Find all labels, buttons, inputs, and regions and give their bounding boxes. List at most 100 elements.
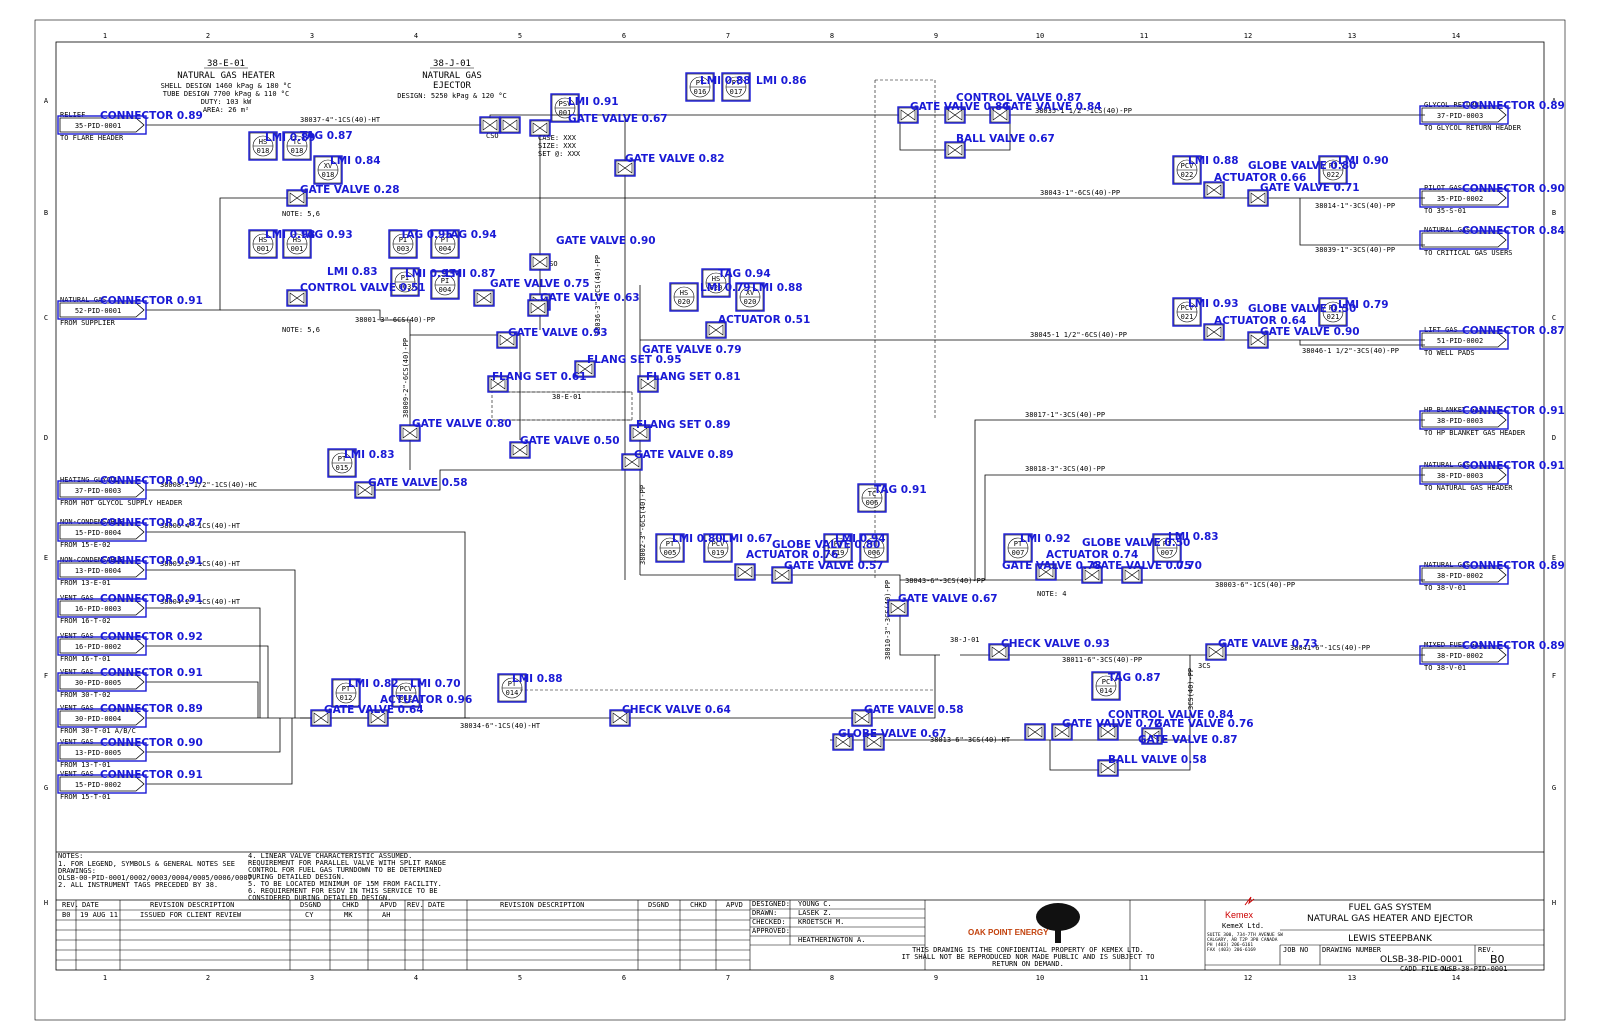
line-label: 38006-4"-1CS(40)-HT — [160, 522, 241, 530]
valve-symbol[interactable] — [574, 360, 596, 378]
connector-detection-box — [1419, 645, 1509, 665]
valve-symbol[interactable] — [1121, 566, 1143, 584]
valve-symbol[interactable] — [286, 289, 308, 307]
valve-symbol[interactable] — [399, 424, 421, 442]
valve-symbol[interactable] — [705, 321, 727, 339]
site-name: LEWIS STEEPBANK — [1348, 934, 1433, 944]
valve-detection-box — [944, 141, 966, 159]
valve-symbol[interactable] — [354, 481, 376, 499]
valve-symbol[interactable] — [1203, 181, 1225, 199]
detection-label: ACTUATOR 0.51 — [718, 314, 810, 326]
valve-symbol[interactable] — [286, 189, 308, 207]
connector-title: HEATING GLYCOL — [60, 476, 119, 484]
role-name: YOUNG C. — [798, 900, 832, 908]
valve-symbol[interactable] — [609, 709, 631, 727]
valve-symbol[interactable] — [629, 424, 651, 442]
valve-symbol[interactable] — [473, 289, 495, 307]
detection-label: GATE VALVE 0.84 — [1002, 101, 1102, 113]
grid-col-label: 9 — [934, 974, 938, 982]
instrument-code: PT — [338, 455, 347, 463]
valve-detection-box — [832, 733, 854, 751]
rev-header: DATE — [82, 901, 99, 909]
valve-symbol[interactable] — [1141, 727, 1163, 745]
rev-cell: MK — [344, 911, 353, 919]
detection-label: GATE VALVE 0.90 — [1260, 326, 1360, 338]
valve-symbol[interactable] — [367, 709, 389, 727]
valve-symbol[interactable] — [509, 441, 531, 459]
valve-symbol[interactable] — [310, 709, 332, 727]
valve-symbol[interactable] — [527, 299, 549, 317]
connector-detection-box — [1419, 188, 1509, 208]
valve-symbol[interactable] — [1097, 759, 1119, 777]
valve-symbol[interactable] — [851, 709, 873, 727]
valve-detection-box — [487, 375, 509, 393]
valve-detection-box — [496, 331, 518, 349]
valve-symbol[interactable] — [944, 106, 966, 124]
instrument-code: PT — [666, 540, 675, 548]
valve-symbol[interactable] — [1051, 723, 1073, 741]
valve-symbol[interactable] — [887, 599, 909, 617]
connector-ref: 13-PID-0004 — [75, 567, 121, 575]
valve-symbol[interactable] — [637, 375, 659, 393]
valve-symbol[interactable] — [1247, 189, 1269, 207]
detection-label: GLOBE VALVE 0.50 — [1082, 537, 1190, 549]
client-logo: OAK POINT ENERGY — [968, 903, 1080, 943]
role-label: DRAWN: — [752, 909, 777, 917]
detection-label: GATE VALVE 0.89 — [634, 449, 734, 461]
valve-symbol[interactable] — [771, 566, 793, 584]
valve-symbol[interactable] — [734, 563, 756, 581]
valve-symbol[interactable] — [832, 733, 854, 751]
valve-symbol[interactable] — [1203, 323, 1225, 341]
valve-symbol[interactable] — [529, 253, 551, 271]
valve-symbol[interactable] — [1097, 723, 1119, 741]
confidential-1: IT SHALL NOT BE REPRODUCED NOR MADE PUBL… — [902, 953, 1155, 961]
detection-label: LMI 0.84 — [330, 155, 381, 167]
valve-symbol[interactable] — [863, 733, 885, 751]
valve-symbol[interactable] — [614, 159, 636, 177]
valve-symbol[interactable] — [499, 116, 521, 134]
valve-symbol[interactable] — [1205, 643, 1227, 661]
grid-col-label: 5 — [518, 32, 522, 40]
detection-label: LMI 0.83 — [344, 449, 395, 461]
connector-detection-box — [1419, 465, 1509, 485]
valve-symbol[interactable] — [1247, 331, 1269, 349]
grid-col-label: 3 — [310, 974, 314, 982]
valve-symbol[interactable] — [944, 141, 966, 159]
valve-symbol[interactable] — [988, 643, 1010, 661]
valve-symbol[interactable] — [1024, 723, 1046, 741]
valve-symbol[interactable] — [1035, 563, 1057, 581]
valve-symbol[interactable] — [496, 331, 518, 349]
instruments: HS018TC018XV018HS001HS001PI003PT004PI003… — [248, 72, 1348, 708]
valve-symbol[interactable] — [989, 106, 1011, 124]
valve-symbol[interactable] — [529, 119, 551, 137]
valve-symbol[interactable] — [487, 375, 509, 393]
instrument-code: PT — [1014, 540, 1023, 548]
valve-symbol[interactable] — [621, 453, 643, 471]
valve-symbol[interactable] — [897, 106, 919, 124]
valve-symbol[interactable] — [1081, 566, 1103, 584]
detection-label: LMI 0.88 — [512, 673, 563, 685]
valve-symbol[interactable] — [479, 116, 501, 134]
